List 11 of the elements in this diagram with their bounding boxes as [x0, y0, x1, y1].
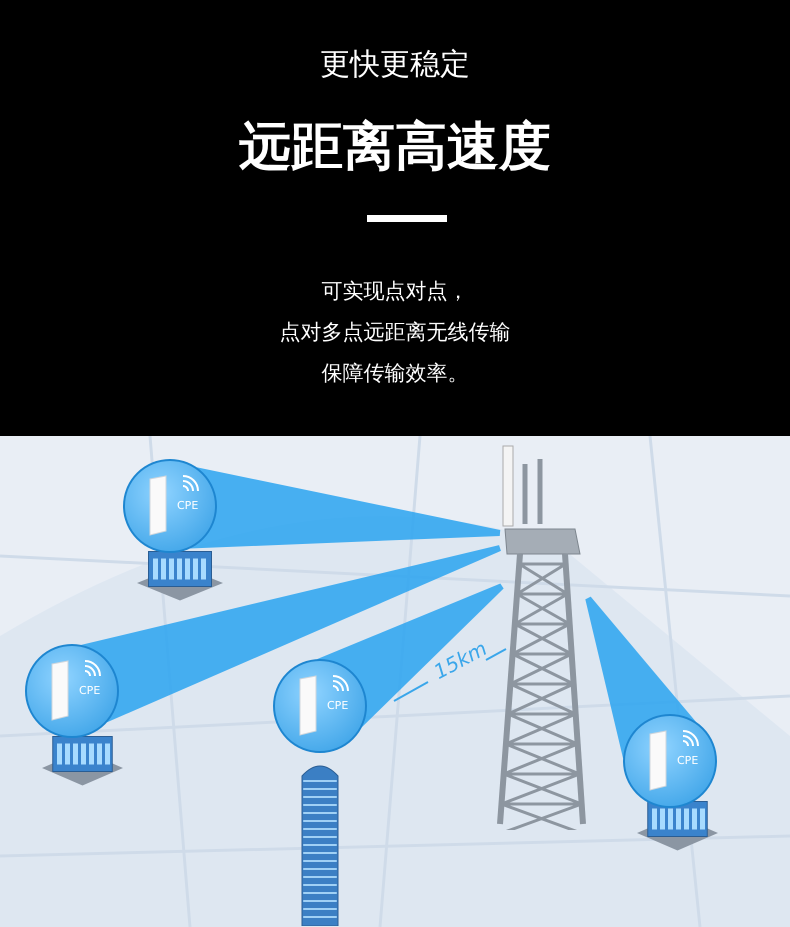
description-text: 保障传输效率。 [322, 360, 468, 387]
device-label: CPE [327, 699, 348, 712]
description-text: 点对多点远距离无线传输 [280, 319, 510, 346]
device-label: CPE [177, 499, 198, 512]
device-label: CPE [79, 684, 100, 697]
signal-beam [190, 467, 500, 549]
subtitle: 更快更稳定 [320, 46, 470, 84]
device-label: CPE [677, 754, 698, 767]
heading: 远距离高速度 [239, 116, 551, 179]
description-text: 可实现点对点， [322, 278, 468, 305]
signal-beam [81, 545, 501, 722]
